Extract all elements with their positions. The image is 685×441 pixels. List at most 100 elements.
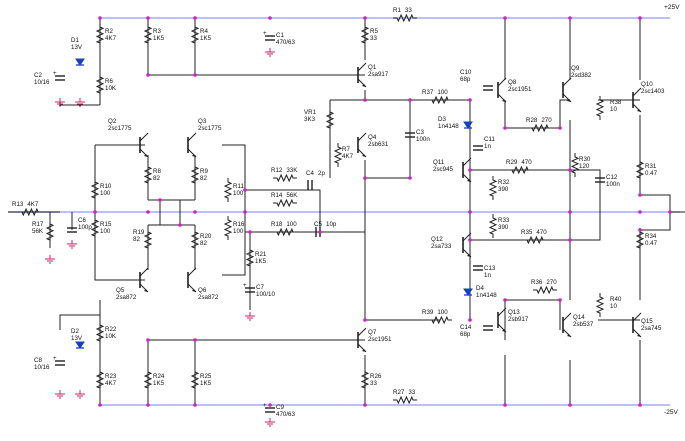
resistor-symbol <box>190 228 200 252</box>
resistor-symbol <box>428 95 452 105</box>
resistor-value: 4K7 <box>105 35 117 42</box>
negative-rail-label: -25V <box>664 409 679 416</box>
junction-dot <box>146 16 150 20</box>
junction-dot <box>268 403 272 407</box>
junction-dot <box>93 210 97 214</box>
resistor-symbol <box>18 207 42 217</box>
junction-dot <box>408 176 412 180</box>
resistor-symbol <box>95 321 105 345</box>
diode-name: D1 <box>71 37 79 44</box>
resistor-name: VR1 <box>304 109 317 116</box>
capacitor-value: 100n <box>606 181 620 188</box>
resistor-symbol <box>533 285 557 295</box>
junction-dot <box>503 126 507 130</box>
transistor-value: 2sc945 <box>433 166 454 173</box>
diode-value: 13V <box>71 44 83 51</box>
resistor-value: 120 <box>579 163 590 170</box>
resistor-value: 100 <box>233 190 244 197</box>
junction-dot <box>638 228 642 232</box>
ground-icon <box>55 98 65 107</box>
capacitor-name: C11 <box>484 136 495 143</box>
resistor-symbol <box>635 158 645 182</box>
capacitor-value: 470/63 <box>276 39 295 46</box>
junction-dot <box>468 210 472 214</box>
resistor-name: R30 <box>579 156 591 163</box>
plus-sign: + <box>263 402 267 409</box>
resistor-symbol <box>143 163 153 187</box>
resistor-name: R7 <box>342 146 350 153</box>
resistor-name: R25 <box>200 373 212 380</box>
capacitor-value: 68p <box>460 331 471 338</box>
resistor-value: 4K7 <box>105 380 117 387</box>
junction-dot <box>158 198 162 202</box>
transistor-value: 2sa872 <box>198 294 219 301</box>
junction-dot <box>146 210 150 214</box>
resistor-name: R16 <box>233 221 245 228</box>
junction-dot <box>468 238 472 242</box>
resistor-symbol <box>273 173 297 183</box>
wire <box>222 144 246 276</box>
wire <box>330 99 366 178</box>
resistor-value: 82 <box>200 175 207 182</box>
resistor-symbol <box>360 23 370 47</box>
transistor-name: Q2 <box>108 118 117 125</box>
resistor-symbol <box>393 13 417 23</box>
resistor-name: R31 <box>645 163 657 170</box>
resistor-symbol <box>95 73 105 97</box>
junction-dot <box>363 176 367 180</box>
resistor-value: 3K3 <box>304 116 316 123</box>
resistor-symbol <box>95 368 105 392</box>
resistor-symbol <box>488 214 498 238</box>
junction-dot <box>248 230 252 234</box>
resistor-value: 82 <box>153 175 160 182</box>
capacitor-value: 100n <box>416 136 430 143</box>
transistor-name: Q3 <box>198 118 207 125</box>
resistor-name: R6 <box>105 78 113 85</box>
junction-dot <box>503 16 507 20</box>
transistor-value: 2sc1403 <box>641 88 665 95</box>
resistor-name: R10 <box>100 183 112 190</box>
transistor-name: Q14 <box>573 314 585 321</box>
resistor-name: R26 <box>370 373 382 380</box>
junction-dot <box>193 16 197 20</box>
wire <box>504 299 571 405</box>
capacitor-name: C3 <box>416 129 424 136</box>
transistor-value: 2sc1775 <box>198 125 222 132</box>
junction-dot <box>146 338 150 342</box>
wire <box>440 99 471 320</box>
junction-dot <box>98 403 102 407</box>
capacitor-value: 1n <box>484 272 491 279</box>
resistor-value: 0.47 <box>645 240 658 247</box>
capacitor-name: C4 <box>306 170 314 177</box>
resistor-value: 1K5 <box>255 258 267 265</box>
transistor-value: 2sa733 <box>431 243 452 250</box>
capacitor-name: C6 <box>78 217 86 224</box>
junction-dot <box>503 298 507 302</box>
capacitor-value: 100p <box>78 224 92 231</box>
ground-symbols <box>45 48 275 427</box>
transistor-name: Q12 <box>431 236 443 243</box>
resistor-name: R2 <box>105 28 113 35</box>
